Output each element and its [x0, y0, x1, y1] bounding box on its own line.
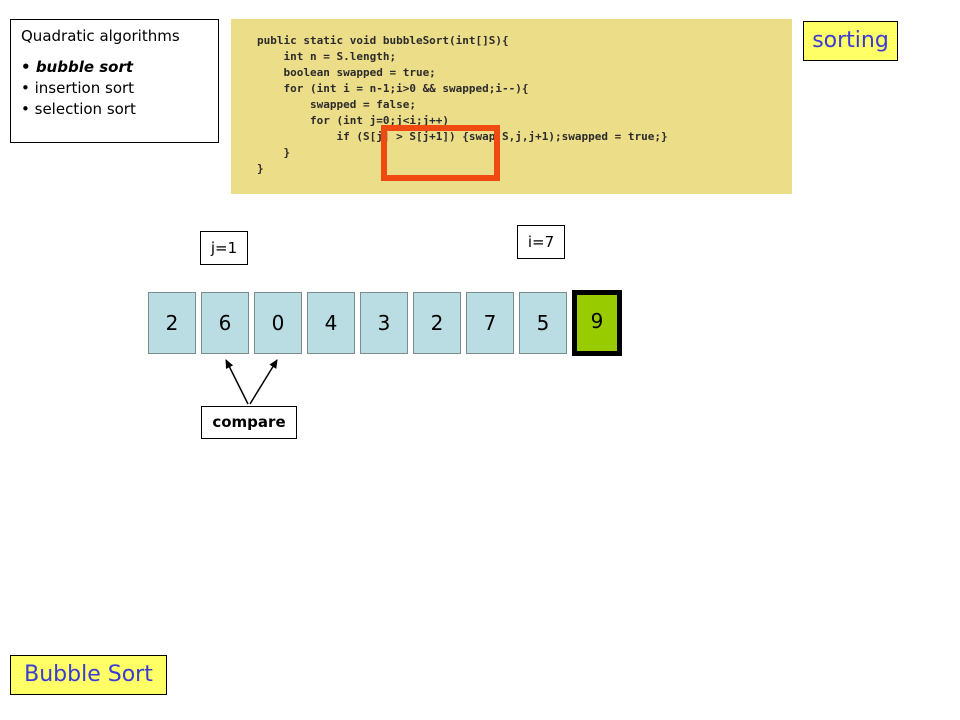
- arrow-to-right-cell: [249, 359, 278, 405]
- code-panel: public static void bubbleSort(int[]S){ i…: [231, 19, 792, 194]
- slide-title-badge: Bubble Sort: [10, 655, 167, 695]
- array-cell: 4: [307, 292, 355, 354]
- array-cell: 5: [519, 292, 567, 354]
- algorithm-item-selection-sort: selection sort: [21, 99, 208, 120]
- code-line: for (int i = n-1;i>0 && swapped;i--){: [257, 82, 529, 95]
- code-line: for (int j=0;j<i;j++): [257, 114, 450, 127]
- array-cell: 7: [466, 292, 514, 354]
- comparison-highlight-box: [381, 125, 500, 181]
- j-pointer-label: j=1: [200, 231, 248, 265]
- code-listing: public static void bubbleSort(int[]S){ i…: [257, 33, 792, 177]
- array-cell: 6: [201, 292, 249, 354]
- compare-label: compare: [201, 406, 297, 439]
- algorithms-panel: Quadratic algorithms bubble sort inserti…: [10, 19, 219, 143]
- code-line: }: [257, 162, 264, 175]
- algorithms-list: bubble sort insertion sort selection sor…: [21, 57, 208, 120]
- code-line: }: [257, 146, 291, 159]
- code-line: int n = S.length;: [257, 50, 397, 63]
- algorithm-item-bubble-sort: bubble sort: [21, 57, 208, 78]
- array-cell-sorted: 9: [572, 290, 622, 356]
- array-cell: 2: [148, 292, 196, 354]
- i-pointer-label: i=7: [517, 225, 565, 259]
- arrow-to-left-cell: [225, 359, 249, 405]
- algorithms-title: Quadratic algorithms: [21, 27, 180, 45]
- code-line: swapped = false;: [257, 98, 416, 111]
- topic-badge: sorting: [803, 21, 898, 61]
- array-cell: 2: [413, 292, 461, 354]
- array-cell: 3: [360, 292, 408, 354]
- array-cell: 0: [254, 292, 302, 354]
- algorithm-item-insertion-sort: insertion sort: [21, 78, 208, 99]
- code-line: boolean swapped = true;: [257, 66, 436, 79]
- code-line: public static void bubbleSort(int[]S){: [257, 34, 509, 47]
